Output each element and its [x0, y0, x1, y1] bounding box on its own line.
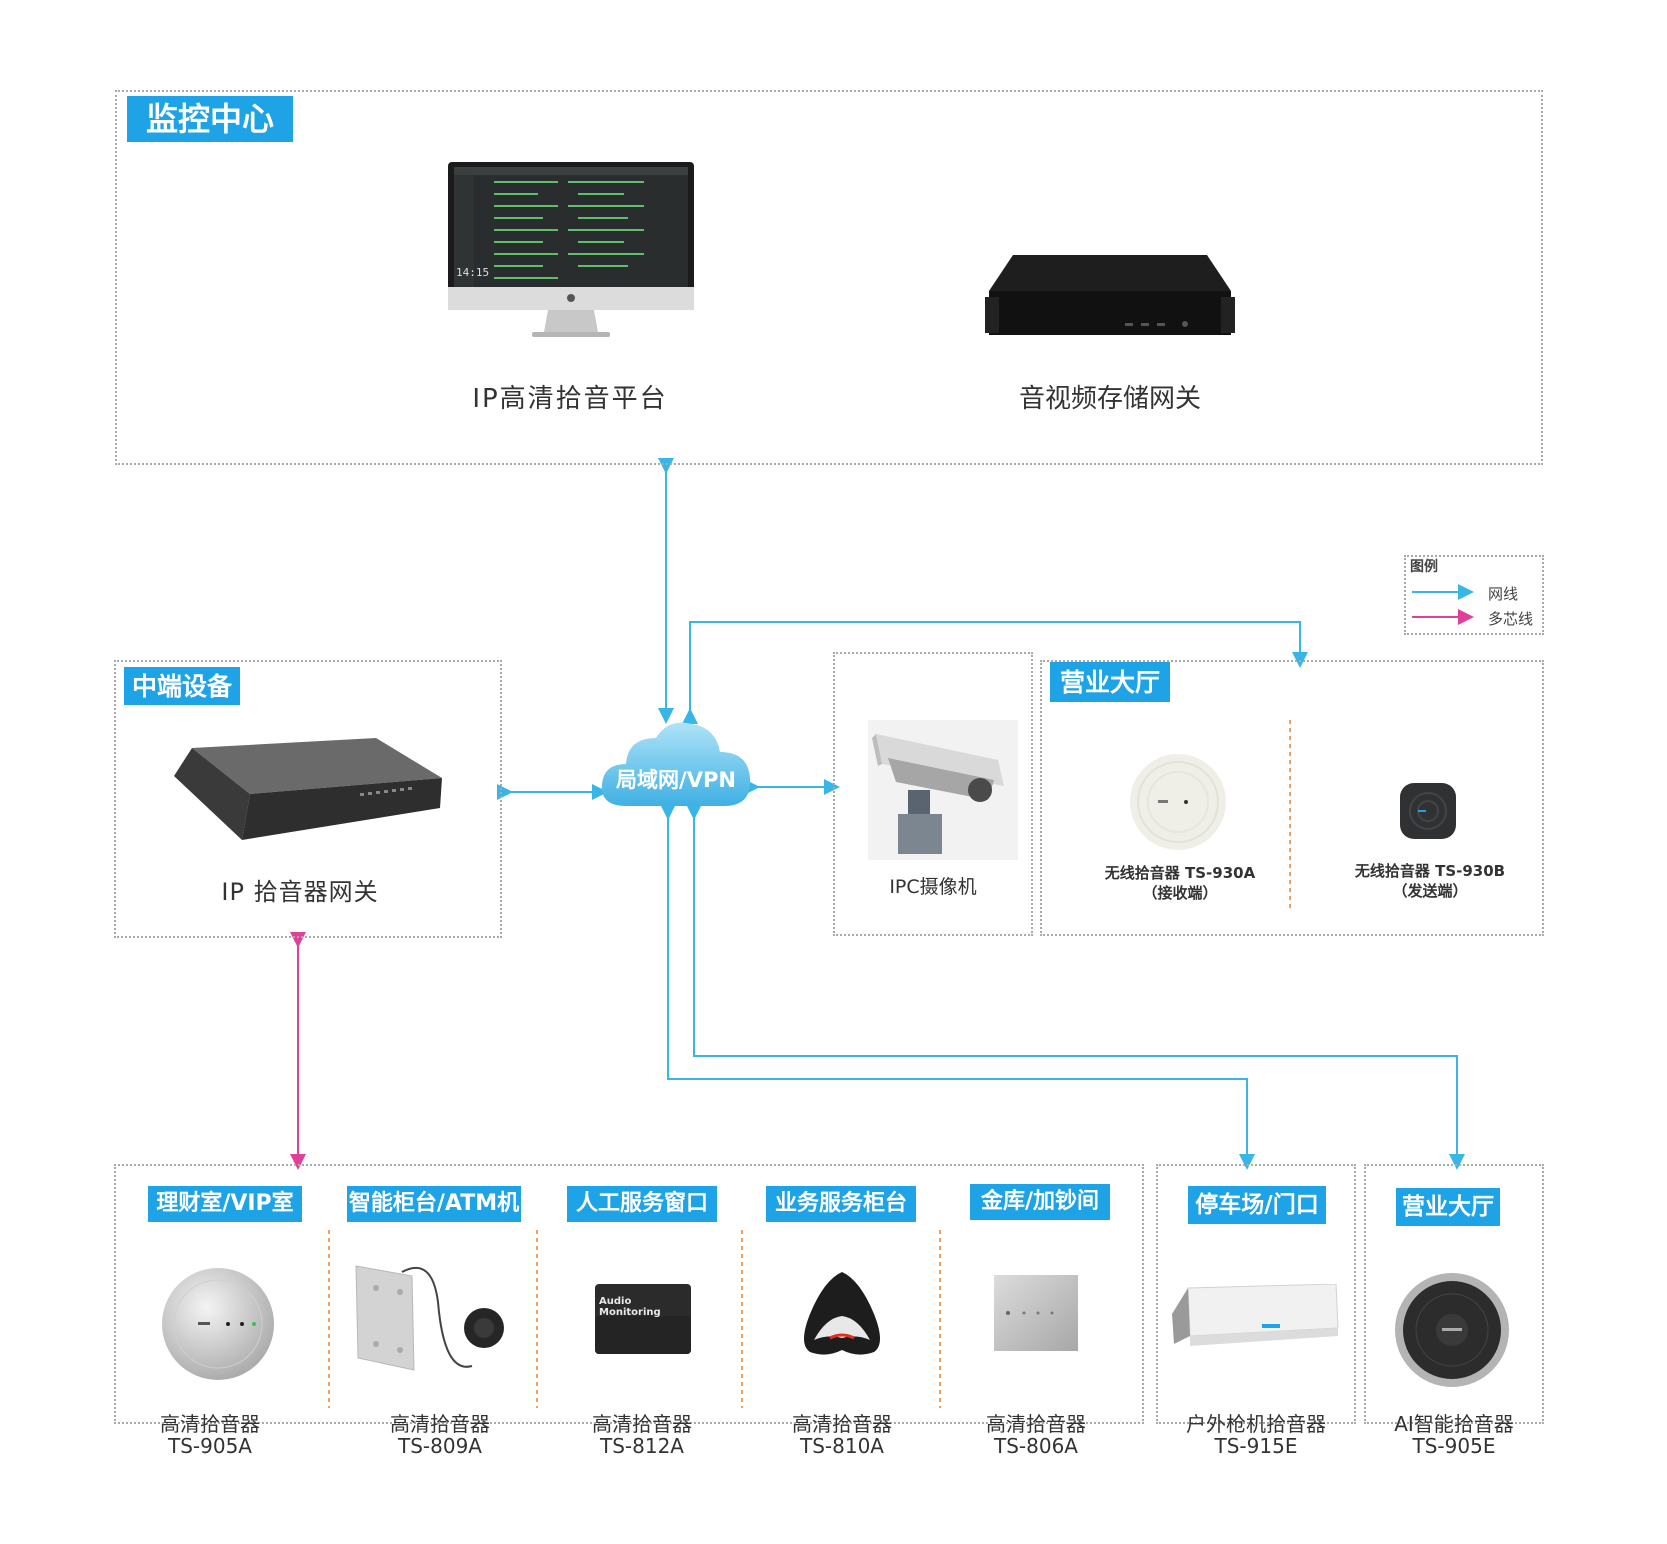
- device-905e-image: [1394, 1272, 1510, 1388]
- device-812a-name: 高清拾音器: [592, 1412, 692, 1436]
- screen-clock: 14:15: [456, 266, 490, 279]
- ipc-camera-image: [848, 720, 1018, 860]
- section-title-atm: 智能柜台/ATM机: [347, 1186, 521, 1222]
- cloud-label: 局域网/VPN: [616, 768, 736, 792]
- bottom-parking-box: [1156, 1164, 1356, 1424]
- lan-vpn-cloud: 局域网/VPN: [598, 716, 754, 812]
- device-810a-image: [800, 1270, 884, 1358]
- middle-devices-box: [114, 660, 502, 938]
- sender-930b-line2: （发送端）: [1392, 882, 1468, 900]
- legend-net-label: 网线: [1488, 585, 1519, 603]
- section-title-parking: 停车场/门口: [1188, 1186, 1326, 1224]
- legend-title: 图例: [1410, 559, 1438, 575]
- ip-gateway-image: [170, 738, 450, 848]
- device-809a-model: TS-809A: [398, 1434, 482, 1458]
- line-cloud-hall: [682, 621, 1308, 724]
- monitor-center-title: 监控中心: [127, 96, 293, 142]
- device-812a-text: Audio Monitoring: [599, 1296, 661, 1318]
- device-806a-name: 高清拾音器: [986, 1412, 1086, 1436]
- platform-label: IP高清拾音平台: [472, 384, 668, 414]
- monitor-center-box: [115, 90, 1543, 465]
- section-title-vip: 理财室/VIP室: [148, 1186, 302, 1222]
- storage-label: 音视频存储网关: [1018, 384, 1201, 414]
- storage-gateway-image: [985, 255, 1235, 345]
- device-810a-name: 高清拾音器: [792, 1412, 892, 1436]
- device-809a-image: [352, 1262, 512, 1386]
- middle-devices-title: 中端设备: [124, 667, 240, 705]
- device-810a-model: TS-810A: [800, 1434, 884, 1458]
- line-cloud-hall-bottom: [686, 804, 1465, 1170]
- section-title-hall: 营业大厅: [1396, 1188, 1500, 1226]
- device-905a-image: [160, 1266, 276, 1382]
- device-915e-name: 户外枪机拾音器: [1186, 1412, 1326, 1436]
- device-905e-model: TS-905E: [1412, 1434, 1496, 1458]
- platform-monitor-image: 14:15: [448, 162, 694, 338]
- device-806a-image: [994, 1275, 1078, 1351]
- device-809a-name: 高清拾音器: [390, 1412, 490, 1436]
- device-812a-image: Audio Monitoring: [595, 1284, 691, 1354]
- legend-box: [1404, 555, 1544, 635]
- hall-top-box: [1040, 660, 1544, 936]
- device-915e-image: [1170, 1283, 1340, 1354]
- device-905a-model: TS-905A: [168, 1434, 252, 1458]
- device-905e-name: AI智能拾音器: [1394, 1412, 1514, 1436]
- section-title-counter: 业务服务柜台: [766, 1186, 916, 1222]
- section-title-window: 人工服务窗口: [567, 1186, 717, 1222]
- ipc-box: [833, 652, 1033, 936]
- device-915e-model: TS-915E: [1214, 1434, 1298, 1458]
- ipc-label: IPC摄像机: [889, 876, 977, 898]
- device-905a-name: 高清拾音器: [160, 1412, 260, 1436]
- bottom-main-box: [114, 1164, 1144, 1424]
- receiver-930a-line2: （接收端）: [1142, 884, 1218, 902]
- bottom-hall-box: [1364, 1164, 1544, 1424]
- device-806a-model: TS-806A: [994, 1434, 1078, 1458]
- sender-930b-line1: 无线拾音器 TS-930B: [1354, 862, 1506, 880]
- gateway-label: IP 拾音器网关: [221, 878, 379, 906]
- legend-multicore-label: 多芯线: [1488, 610, 1534, 628]
- device-812a-model: TS-812A: [600, 1434, 684, 1458]
- hall-top-title: 营业大厅: [1050, 662, 1170, 702]
- section-title-vault: 金库/加钞间: [970, 1184, 1110, 1220]
- receiver-930a-image: [1128, 752, 1228, 852]
- receiver-930a-line1: 无线拾音器 TS-930A: [1104, 864, 1256, 882]
- sender-930b-image: [1400, 783, 1456, 839]
